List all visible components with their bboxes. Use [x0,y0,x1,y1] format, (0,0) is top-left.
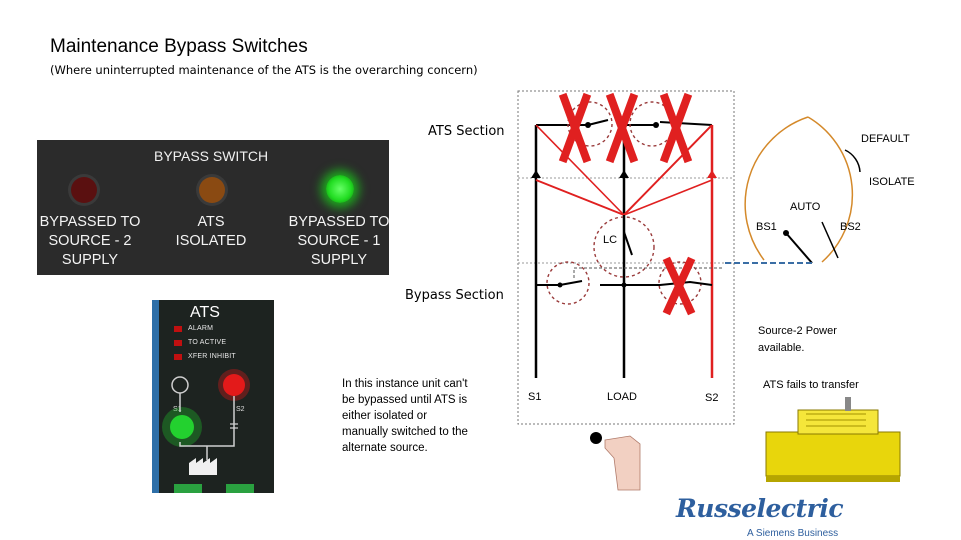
load-factory-icon [189,458,217,475]
lamp-label-source1: BYPASSED TO SOURCE - 1 SUPPLY [288,214,390,268]
to-active-led-label: TO ACTIVE [188,339,227,346]
ats-mimic-diagram [162,369,254,493]
s2-bottom-label: S2 [705,392,719,404]
load-bottom-label: LOAD [607,391,637,403]
fault-x-mark [659,92,693,164]
selector-default-label: DEFAULT [861,133,910,145]
fault-x-mark [558,92,592,164]
ats-controller-panel: ATS ALARM TO ACTIVE XFER INHIBIT S1 S2 [152,300,274,493]
lamp-ats-isolated [199,177,225,203]
logo-tagline: A Siemens Business [747,528,839,539]
alarm-led [174,326,182,332]
s1-bottom-label: S1 [528,391,542,403]
bypass-switch-title: BYPASS SWITCH [154,148,269,164]
source1-active-indicator [170,415,194,439]
s2-indicator [223,374,245,396]
selector-bs2-label: BS2 [840,221,861,233]
page-title: Maintenance Bypass Switches [50,36,308,57]
selector-auto-label: AUTO [790,201,821,213]
ats-controller-title: ATS [190,304,220,321]
source2-status: Source-2 Power available. [758,325,837,354]
ats-section-label: ATS Section [428,124,505,139]
generator-icon [765,397,901,482]
bypass-note: In this instance unit can't be bypassed … [342,378,468,454]
russelectric-logo: Russelectric [676,494,844,523]
ats-s2-label: S2 [236,406,245,413]
lamp-label-isolated: ATS ISOLATED [175,214,247,249]
fault-x-mark [605,92,639,164]
fault-x-mark [662,256,696,316]
selector-isolate-label: ISOLATE [869,176,915,188]
pointer-hand-icon [604,435,641,491]
to-active-led [174,340,182,346]
ats-fail-status: ATS fails to transfer [763,379,859,391]
page-subtitle: (Where uninterrupted maintenance of the … [50,63,478,77]
alarm-led-label: ALARM [188,325,214,332]
xfer-inhibit-led-label: XFER INHIBIT [188,353,236,360]
lc-label: LC [603,234,618,246]
panel-edge [152,300,159,493]
selector-arc [807,116,854,263]
lamp-bypassed-source2 [71,177,97,203]
xfer-inhibit-led [174,354,182,360]
selector-bs1-label: BS1 [756,221,777,233]
bypass-switch-panel: BYPASS SWITCH BYPASSED TO SOURCE - 2 SUP… [37,140,389,275]
lamp-label-source2: BYPASSED TO SOURCE - 2 SUPPLY [39,214,141,268]
push-button [590,432,602,444]
lamp-bypassed-source1 [326,175,354,203]
ats-s1-label: S1 [173,406,182,413]
bypass-section-label: Bypass Section [405,288,504,303]
ats-enclosure [517,90,735,425]
